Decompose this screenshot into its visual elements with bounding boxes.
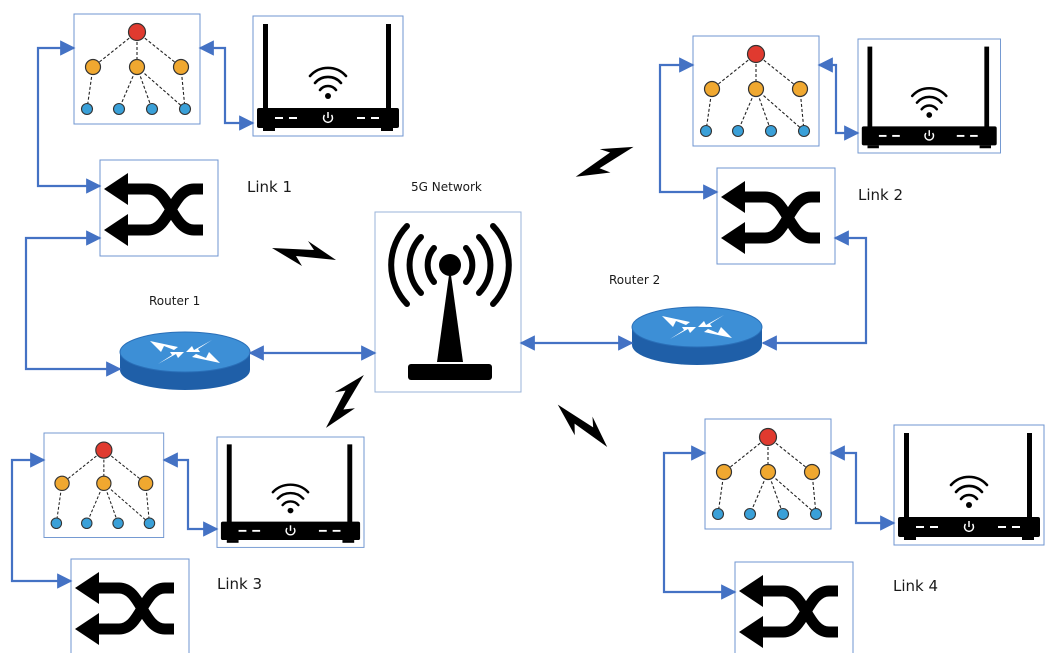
lightning-bolt-icon (319, 366, 370, 436)
connector-arrow (10, 452, 73, 589)
connector-arrow (658, 57, 719, 200)
connector-arrow (198, 40, 255, 131)
link-1-label: Link 1 (247, 178, 293, 196)
connector-arrow (36, 40, 102, 194)
wifi-router-icon (251, 14, 405, 138)
connector-arrow (829, 445, 896, 531)
router-2-icon (631, 306, 763, 366)
wifi-router-icon (892, 423, 1046, 547)
wifi-router-icon (856, 37, 1002, 155)
wifi-router-icon (215, 435, 366, 549)
lightning-bolt-icon (272, 241, 336, 266)
cell-tower-icon (388, 223, 512, 380)
link-4-label: Link 4 (893, 577, 939, 595)
connector-arrow (662, 445, 737, 600)
switch-crossover-icon (100, 160, 218, 256)
connector-arrow (162, 452, 219, 537)
connector-lines (10, 40, 896, 600)
link-3-label: Link 3 (217, 575, 263, 593)
lightning-bolt-icon (571, 131, 638, 191)
connector-arrow (24, 230, 122, 377)
switch-crossover-icon (735, 562, 853, 653)
tree-hierarchy-icon (704, 418, 832, 530)
switch-crossover-icon (71, 559, 189, 653)
switch-crossover-icon (717, 168, 835, 264)
router-1-label: Router 1 (149, 294, 201, 308)
router-1-icon (119, 331, 251, 391)
router-2-label: Router 2 (609, 273, 661, 287)
connector-arrow (761, 230, 868, 351)
tree-hierarchy-icon (73, 13, 201, 125)
tree-hierarchy-icon (692, 35, 820, 147)
lightning-bolt-icon (548, 398, 617, 453)
network-title: 5G Network (411, 180, 482, 194)
link-2-label: Link 2 (858, 186, 904, 204)
tree-hierarchy-icon (43, 432, 165, 539)
connector-arrow (817, 57, 860, 141)
